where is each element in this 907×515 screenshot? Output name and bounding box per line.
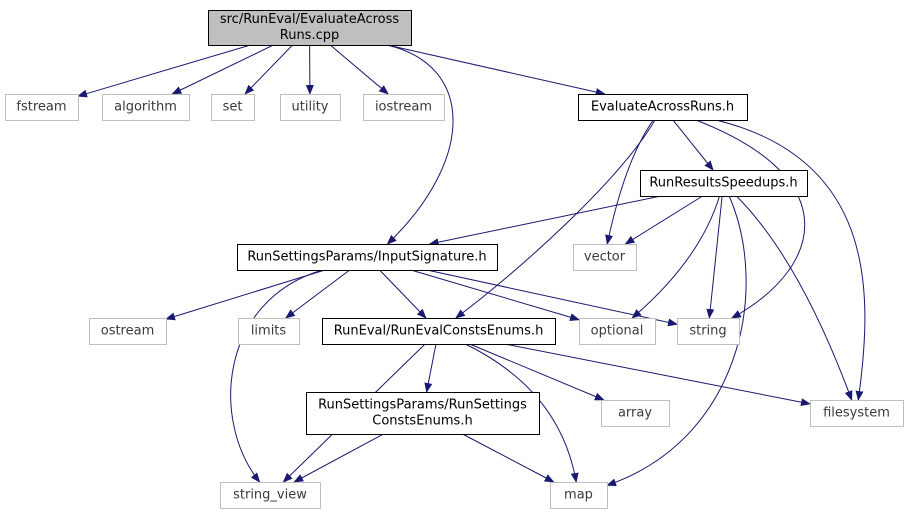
node-label: utility (292, 100, 329, 115)
node-vector: vector (573, 244, 637, 271)
edges (77, 44, 866, 487)
node-label: RunSettingsParams/RunSettings (318, 398, 527, 413)
node-filesystem: filesystem (810, 400, 904, 427)
node-label: ConstsEnums.h (372, 414, 472, 429)
edge-settingsconsts-to-string_view (293, 433, 384, 483)
edge-root-to-inputsig (386, 44, 454, 245)
node-box (677, 318, 740, 345)
node-settingsconsts[interactable]: RunSettingsParams/RunSettingsConstsEnums… (306, 392, 540, 435)
edge-speedups-to-inputsig (428, 195, 661, 247)
node-root[interactable]: src/RunEval/EvaluateAcrossRuns.cpp (208, 10, 412, 46)
node-label: optional (591, 324, 644, 339)
node-box (89, 318, 167, 345)
edge-evalh-to-vector (605, 119, 654, 245)
node-label: iostream (375, 100, 432, 115)
node-label: fstream (16, 100, 66, 115)
nodes: src/RunEval/EvaluateAcrossRuns.cpp fstrea… (5, 10, 904, 509)
edge-speedups-to-optional (631, 195, 721, 319)
edge-root-to-evalh (387, 44, 606, 96)
node-evalh[interactable]: EvaluateAcrossRuns.h (578, 94, 748, 121)
node-box (5, 94, 79, 121)
node-box (238, 318, 300, 345)
node-box (578, 94, 748, 121)
edge-inputsig-to-string (426, 269, 678, 327)
edge-evalh-to-filesystem (715, 119, 866, 401)
edge-consts-to-settingsconsts (424, 343, 437, 393)
node-label: ostream (101, 324, 155, 339)
node-label: string_view (233, 488, 307, 503)
edge-consts-to-array (469, 343, 605, 401)
node-box (306, 392, 540, 435)
edge-speedups-to-string (706, 195, 723, 319)
edge-consts-to-filesystem (504, 343, 811, 407)
node-consts[interactable]: RunEval/RunEvalConstsEnums.h (322, 318, 556, 345)
node-label: filesystem (823, 406, 890, 421)
node-string-view: string_view (220, 482, 321, 509)
node-label: Runs.cpp (280, 28, 339, 43)
edge-inputsig-to-limits (285, 269, 350, 319)
node-label: RunResultsSpeedups.h (649, 176, 797, 191)
node-box (579, 318, 656, 345)
edge-inputsig-to-ostream (165, 269, 326, 321)
node-box (640, 170, 808, 197)
node-box (102, 94, 190, 121)
node-label: set (223, 100, 243, 115)
node-box (208, 10, 412, 46)
node-fstream: fstream (5, 94, 79, 121)
node-limits: limits (238, 318, 300, 345)
node-label: src/RunEval/EvaluateAcross (220, 12, 400, 27)
node-box (601, 400, 670, 427)
node-box (237, 244, 498, 271)
node-label: algorithm (114, 100, 177, 115)
node-map: map (550, 482, 608, 509)
node-label: RunEval/RunEvalConstsEnums.h (334, 324, 544, 339)
node-speedups[interactable]: RunResultsSpeedups.h (640, 170, 808, 197)
node-label: EvaluateAcrossRuns.h (591, 100, 734, 115)
edge-evalh-to-speedups (672, 119, 714, 171)
node-label: limits (251, 324, 287, 339)
edge-speedups-to-filesystem (736, 195, 853, 401)
node-iostream: iostream (363, 94, 445, 121)
node-string: string (677, 318, 740, 345)
node-box (363, 94, 445, 121)
node-array: array (601, 400, 670, 427)
edge-root-to-algorithm (171, 44, 274, 95)
node-utility: utility (280, 94, 341, 121)
edge-settingsconsts-to-map (462, 433, 555, 483)
edge-inputsig-to-string_view (230, 269, 323, 483)
edge-evalh-to-consts (455, 119, 656, 319)
edge-evalh-to-string (695, 119, 806, 319)
node-box (550, 482, 608, 509)
edge-inputsig-to-consts (379, 269, 427, 319)
node-label: array (618, 406, 652, 421)
node-algorithm: algorithm (102, 94, 190, 121)
node-label: map (564, 488, 593, 503)
edge-root-to-set (244, 44, 293, 95)
edge-speedups-to-vector (624, 195, 703, 245)
node-box (220, 482, 321, 509)
node-inputsig[interactable]: RunSettingsParams/InputSignature.h (237, 244, 498, 271)
edge-root-to-fstream (77, 44, 251, 98)
node-box (573, 244, 637, 271)
node-ostream: ostream (89, 318, 167, 345)
node-set: set (211, 94, 255, 121)
edge-consts-to-map (465, 343, 579, 483)
node-box (280, 94, 341, 121)
node-box (211, 94, 255, 121)
node-box (810, 400, 904, 427)
node-optional: optional (579, 318, 656, 345)
node-label: vector (584, 250, 626, 265)
edge-speedups-to-map (606, 195, 747, 487)
node-label: string (689, 324, 726, 339)
edge-inputsig-to-optional (410, 269, 580, 322)
node-box (322, 318, 556, 345)
edge-root-to-iostream (329, 44, 389, 95)
node-label: RunSettingsParams/InputSignature.h (247, 250, 486, 265)
